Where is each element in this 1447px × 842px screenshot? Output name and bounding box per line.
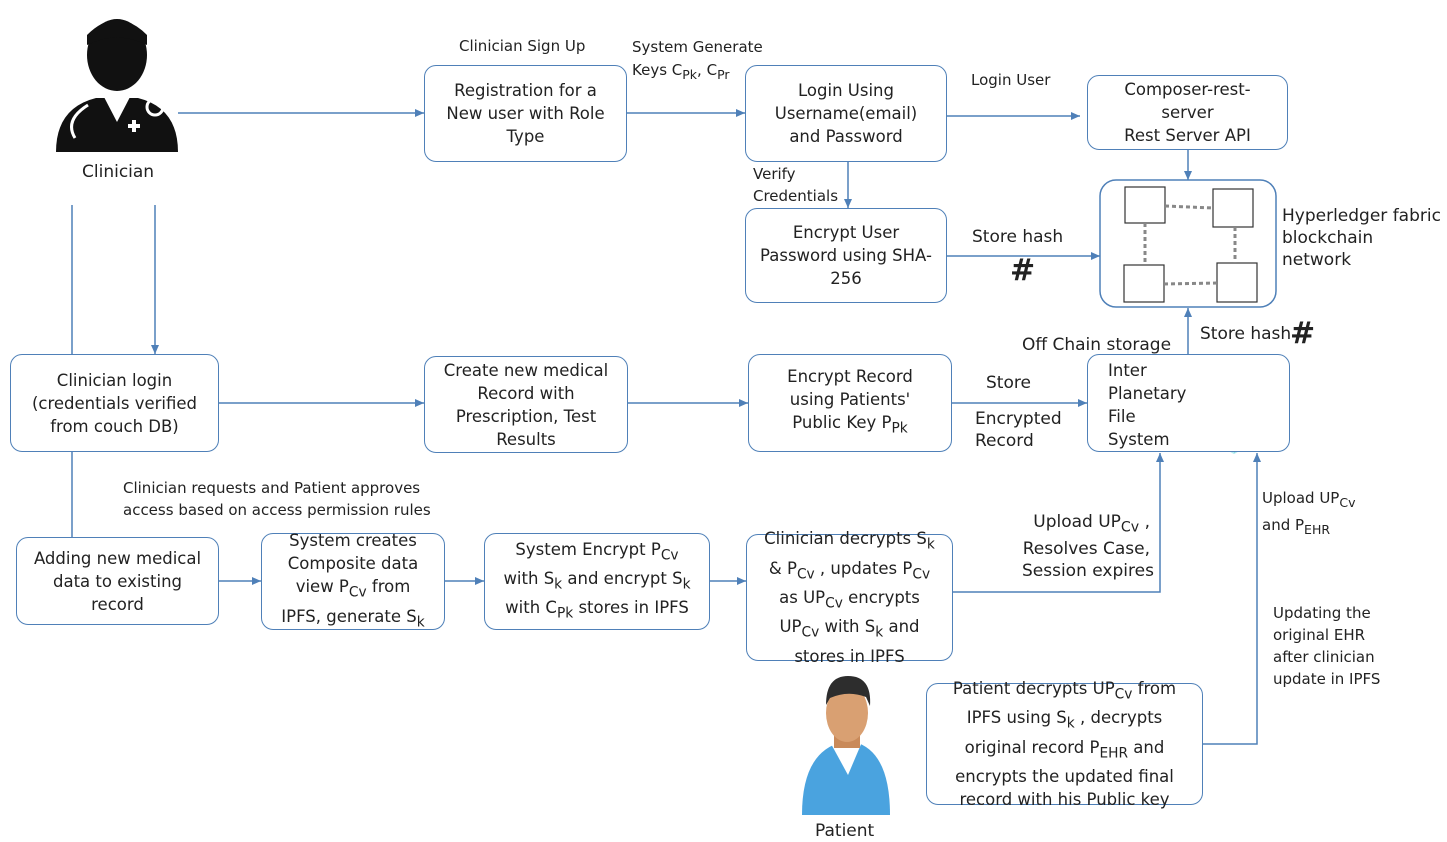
clinician-label: Clinician bbox=[82, 162, 155, 182]
store-hash-label-1: Store hash bbox=[972, 227, 1064, 247]
upload-upcv-pehr-label: Upload UPCv and PEHR bbox=[1262, 489, 1356, 537]
clinician-sign-up-label: Clinician Sign Up bbox=[459, 37, 586, 55]
hash-icon-2: # bbox=[1290, 316, 1316, 351]
keys-label: Keys CPk, CPr bbox=[632, 61, 730, 82]
clinician-doctor-icon bbox=[56, 19, 178, 152]
hash-icon-1: # bbox=[1010, 253, 1036, 288]
system-encrypt-box: System Encrypt PCv with Sk and encrypt S… bbox=[484, 533, 710, 630]
blockchain-network-icon bbox=[1099, 179, 1277, 308]
clinician-decrypts-box: Clinician decrypts Sk & PCv , updates PC… bbox=[746, 529, 953, 666]
system-creates-box: System creates Composite data view PCv f… bbox=[261, 531, 445, 630]
patient-icon bbox=[802, 676, 890, 815]
login-user-label: Login User bbox=[971, 71, 1051, 89]
patient-label: Patient bbox=[815, 821, 875, 841]
store-label: Store bbox=[986, 373, 1031, 393]
system-generate-label: System Generate bbox=[632, 38, 763, 56]
patient-decrypts-box: Patient decrypts UPCv from IPFS using Sk… bbox=[926, 679, 1203, 809]
arrow-decrypt-to-ipfs bbox=[953, 453, 1164, 593]
off-chain-storage-label: Off Chain storage bbox=[1022, 335, 1172, 355]
ipfs-logo-text: IPFS bbox=[1199, 390, 1270, 423]
upload-resolves-label: Upload UPCv , Resolves Case, Session exp… bbox=[1022, 512, 1154, 582]
store-hash-label-2: Store hash bbox=[1200, 324, 1292, 344]
arrow-patient-to-ipfs bbox=[1203, 453, 1261, 745]
